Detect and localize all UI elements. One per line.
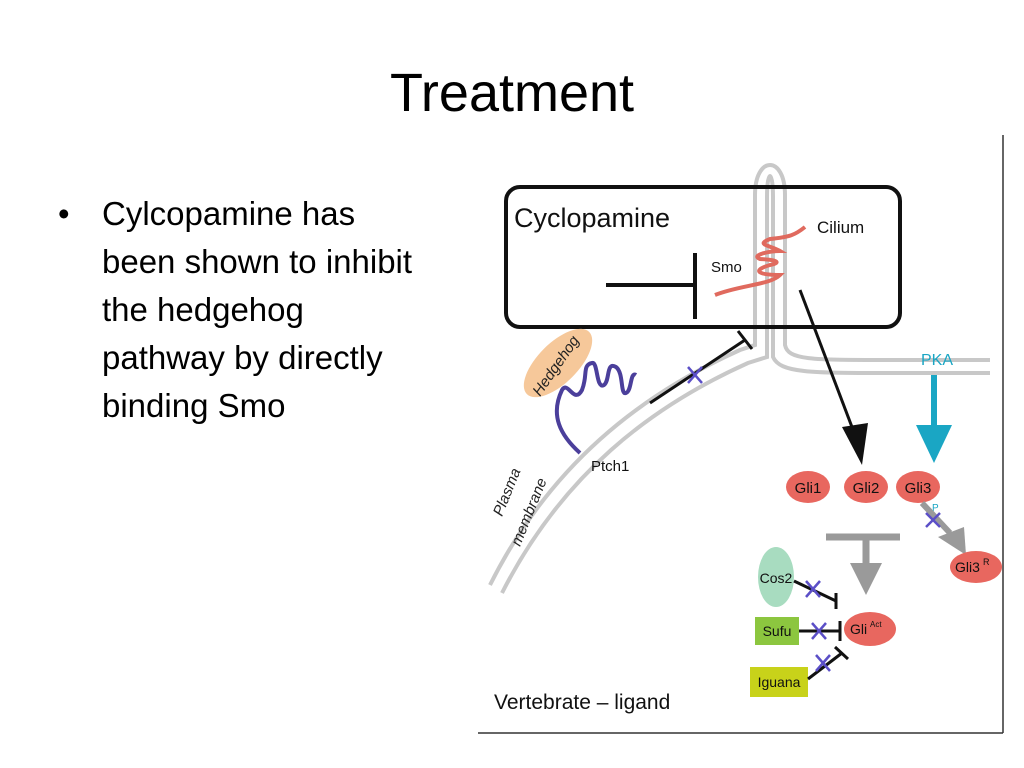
pka-label: PKA <box>921 352 953 369</box>
gli3-node <box>896 471 940 503</box>
pathway-svg: Cyclopamine Cilium Smo PKA Hedgehog Ptch… <box>478 135 1004 734</box>
gli1-label: Gli1 <box>795 480 822 497</box>
iguana-box <box>750 667 808 697</box>
gli-act-superscript: Act <box>870 620 882 629</box>
bullet-line: the hedgehog <box>102 291 304 328</box>
smo-to-gli2-arrow-line <box>798 289 857 436</box>
diagram-caption: Vertebrate – ligand <box>494 691 670 714</box>
bullet-line: Cylcopamine has <box>102 195 356 232</box>
ptch1-label: Ptch1 <box>591 458 629 475</box>
phospho-label: P <box>932 503 939 514</box>
cyclopamine-box <box>504 185 902 329</box>
ptch1-block-x-icon <box>687 366 703 384</box>
gli-activation-merge-arrow <box>826 533 900 595</box>
iguana-inhibition-bar <box>833 645 850 661</box>
iguana-block-x-icon <box>815 654 831 672</box>
gli2-label: Gli2 <box>853 480 880 497</box>
gli3-block-x-icon <box>925 512 941 528</box>
slide-title: Treatment <box>389 63 635 123</box>
hedgehog-pathway-diagram: Cyclopamine Cilium Smo PKA Hedgehog Ptch… <box>470 135 1010 735</box>
sufu-box <box>755 617 799 645</box>
ptch1-smo-inhibition-bar <box>736 330 754 350</box>
cyclopamine-label: Cyclopamine <box>514 203 670 233</box>
iguana-label: Iguana <box>758 674 801 690</box>
gli-act-node <box>844 612 896 646</box>
gli1-node <box>786 471 830 503</box>
pka-arrowhead <box>916 425 952 463</box>
gli3r-superscript: R <box>983 557 990 567</box>
cilium-label: Cilium <box>817 218 864 237</box>
cos2-node <box>758 547 794 607</box>
smo-receptor <box>714 225 807 297</box>
gli3-to-gli3r-arrowhead <box>938 527 966 555</box>
gli-act-label: Gli <box>850 621 867 637</box>
gli3r-label: Gli3 <box>955 559 980 575</box>
plasma-label: Plasma <box>490 466 525 519</box>
sufu-label: Sufu <box>763 623 792 639</box>
smo-to-gli2-arrowhead <box>842 423 868 465</box>
gli2-node <box>844 471 888 503</box>
bullet-text: Cylcopamine has been shown to inhibit th… <box>102 190 482 430</box>
ptch1-receptor <box>554 361 638 455</box>
bullet-line: binding Smo <box>102 387 286 424</box>
smo-label: Smo <box>711 259 742 276</box>
gli3-label: Gli3 <box>905 480 932 497</box>
bullet-line: been shown to inhibit <box>102 243 413 280</box>
cos2-label: Cos2 <box>760 570 793 586</box>
cos2-block-x-icon <box>805 580 821 598</box>
hedgehog-ligand <box>523 328 593 398</box>
gli3r-node <box>950 551 1002 583</box>
bullet-marker: • <box>58 195 70 232</box>
sufu-block-x-icon <box>811 622 827 640</box>
bullet-line: pathway by directly <box>102 339 383 376</box>
plasma-membrane <box>488 163 990 594</box>
